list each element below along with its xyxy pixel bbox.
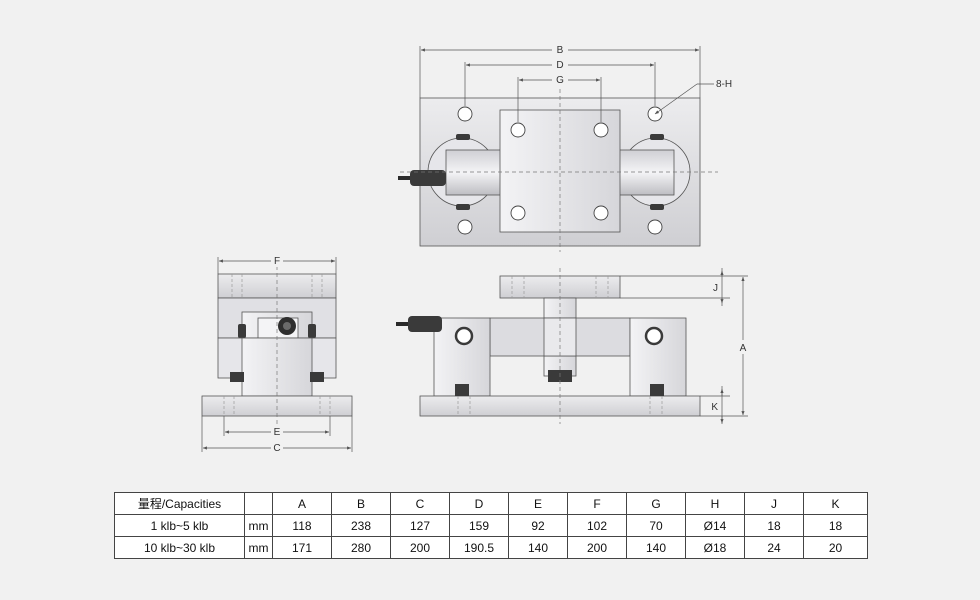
pin-hole bbox=[644, 326, 664, 346]
bolt-icon bbox=[456, 134, 470, 140]
table-cell: mm bbox=[244, 536, 273, 559]
front-top-plate bbox=[499, 275, 621, 299]
front-base-plate bbox=[419, 395, 701, 417]
dim-label-E: E bbox=[274, 427, 281, 438]
bolt-icon bbox=[455, 384, 469, 396]
table-header-cell: J bbox=[744, 492, 804, 515]
table-cell: 70 bbox=[626, 514, 686, 537]
table-cell: 171 bbox=[272, 536, 332, 559]
table-header-cell: C bbox=[390, 492, 450, 515]
mount-hole bbox=[510, 122, 526, 138]
dim-label-B: B bbox=[557, 45, 564, 56]
table-cell: Ø18 bbox=[685, 536, 745, 559]
dim-label-K: K bbox=[711, 402, 718, 413]
bolt-icon bbox=[238, 324, 246, 338]
table-cell: 18 bbox=[744, 514, 804, 537]
mount-hole bbox=[510, 205, 526, 221]
table-header-cell: D bbox=[449, 492, 509, 515]
technical-drawing: B D G 8-H bbox=[201, 43, 750, 454]
dim-label-D: D bbox=[556, 60, 563, 71]
front-view: J A K bbox=[396, 268, 750, 424]
table-header-cell: F bbox=[567, 492, 627, 515]
spec-table: 量程/Capacities A B C D E F G H J K 1 klb~… bbox=[114, 492, 868, 559]
cable-gland bbox=[408, 316, 442, 332]
bolt-icon bbox=[230, 372, 244, 382]
dim-label-C: C bbox=[273, 443, 280, 454]
left-load-pin bbox=[445, 149, 503, 196]
table-cell: 20 bbox=[803, 536, 868, 559]
top-view: B D G 8-H bbox=[398, 43, 732, 252]
table-header-cell: K bbox=[803, 492, 868, 515]
dim-label-H: 8-H bbox=[716, 79, 732, 90]
table-cell: 200 bbox=[390, 536, 450, 559]
mount-hole bbox=[457, 219, 473, 235]
table-header-row: 量程/Capacities A B C D E F G H J K bbox=[114, 492, 868, 515]
table-header-cell bbox=[244, 492, 273, 515]
table-header-cell: B bbox=[331, 492, 391, 515]
bolt-icon bbox=[456, 204, 470, 210]
bolt-icon bbox=[308, 324, 316, 338]
table-header-cell: G bbox=[626, 492, 686, 515]
mount-hole bbox=[593, 122, 609, 138]
table-cell: 238 bbox=[331, 514, 391, 537]
table-cell: 127 bbox=[390, 514, 450, 537]
right-load-pin bbox=[617, 149, 675, 196]
mount-hole bbox=[593, 205, 609, 221]
table-cell: 10 klb~30 klb bbox=[114, 536, 245, 559]
table-cell: Ø14 bbox=[685, 514, 745, 537]
dim-label-F: F bbox=[274, 256, 280, 267]
table-cell: 140 bbox=[508, 536, 568, 559]
pin-hole bbox=[454, 326, 474, 346]
table-cell: 200 bbox=[567, 536, 627, 559]
mount-hole bbox=[647, 219, 663, 235]
table-header-cell: E bbox=[508, 492, 568, 515]
table-header-cell: A bbox=[272, 492, 332, 515]
dim-label-J: J bbox=[713, 283, 718, 294]
table-cell: 24 bbox=[744, 536, 804, 559]
table-header-cell: H bbox=[685, 492, 745, 515]
table-cell: 190.5 bbox=[449, 536, 509, 559]
table-cell: 159 bbox=[449, 514, 509, 537]
table-row: 1 klb~5 klb mm 118 238 127 159 92 102 70… bbox=[114, 514, 868, 537]
table-cell: 1 klb~5 klb bbox=[114, 514, 245, 537]
table-row: 10 klb~30 klb mm 171 280 200 190.5 140 2… bbox=[114, 536, 868, 559]
table-cell: 92 bbox=[508, 514, 568, 537]
table-cell: 118 bbox=[272, 514, 332, 537]
table-cell: 18 bbox=[803, 514, 868, 537]
table-header-cell: 量程/Capacities bbox=[114, 492, 245, 515]
table-cell: 102 bbox=[567, 514, 627, 537]
side-view: F E C bbox=[201, 255, 353, 454]
bolt-icon bbox=[650, 204, 664, 210]
dim-label-G: G bbox=[556, 75, 564, 86]
cable-gland bbox=[410, 170, 446, 186]
table-cell: mm bbox=[244, 514, 273, 537]
bolt-icon bbox=[650, 134, 664, 140]
table-cell: 280 bbox=[331, 536, 391, 559]
bolt-icon bbox=[310, 372, 324, 382]
bolt-icon bbox=[650, 384, 664, 396]
mount-hole bbox=[457, 106, 473, 122]
right-support-block bbox=[629, 317, 687, 397]
table-cell: 140 bbox=[626, 536, 686, 559]
dim-label-A: A bbox=[740, 343, 747, 354]
